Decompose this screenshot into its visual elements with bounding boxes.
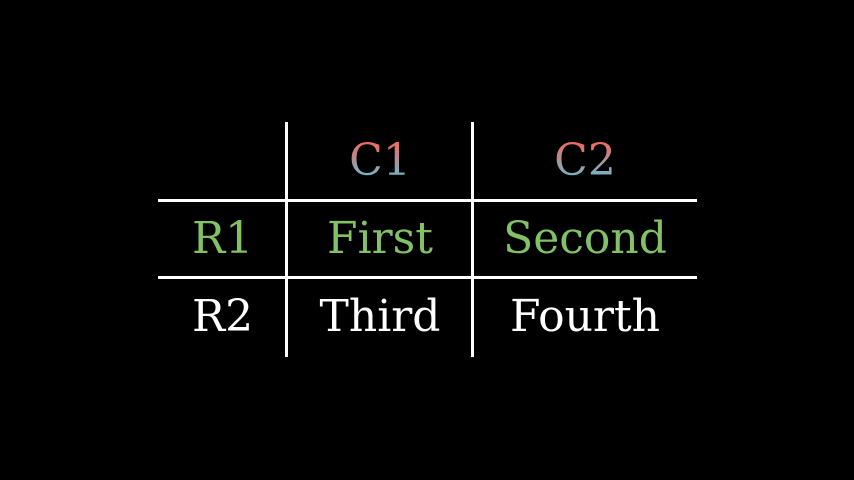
- cell-value: Fourth: [509, 291, 660, 342]
- vertical-grid-line: [285, 122, 288, 357]
- column-header-label: C2: [554, 135, 616, 186]
- vertical-grid-line: [471, 122, 474, 357]
- horizontal-grid-line: [158, 276, 697, 279]
- row-header-r2: R2: [158, 277, 287, 357]
- row-header-r1: R1: [158, 200, 287, 277]
- header-cell-corner: [158, 122, 287, 200]
- header-cell-c1: C1: [287, 122, 473, 200]
- cell-value: Third: [319, 291, 441, 342]
- table-cell-r2c1: Third: [287, 277, 473, 357]
- header-cell-c2: C2: [473, 122, 697, 200]
- data-table: C1 C2 R1 First Second R2 Third Fourth: [158, 122, 697, 357]
- table-cell-r1c2: Second: [473, 200, 697, 277]
- cell-value: First: [327, 212, 433, 264]
- row-header-label: R1: [191, 212, 254, 264]
- cell-value: Second: [503, 212, 667, 264]
- column-header-label: C1: [349, 135, 411, 186]
- table-grid: C1 C2 R1 First Second R2 Third Fourth: [158, 122, 697, 357]
- table-cell-r1c1: First: [287, 200, 473, 277]
- row-header-label: R2: [191, 291, 254, 342]
- horizontal-grid-line: [158, 199, 697, 202]
- table-cell-r2c2: Fourth: [473, 277, 697, 357]
